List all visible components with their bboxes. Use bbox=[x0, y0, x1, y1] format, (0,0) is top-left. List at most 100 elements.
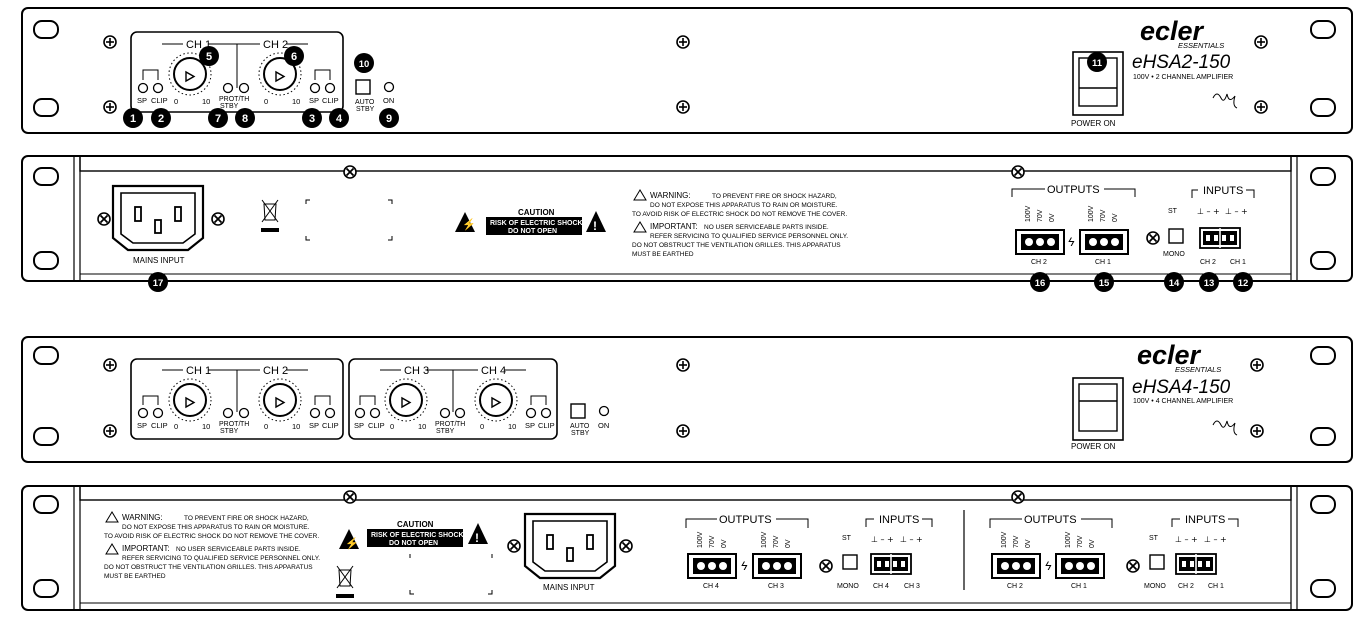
svg-text:TO PREVENT FIRE OR SHOCK HAZAR: TO PREVENT FIRE OR SHOCK HAZARD, bbox=[184, 515, 309, 522]
th-led bbox=[238, 82, 250, 94]
svg-text:70V: 70V bbox=[773, 535, 780, 548]
rack-hole bbox=[1310, 20, 1336, 39]
brand-logo: ecler bbox=[1140, 16, 1205, 46]
auto-stby-button[interactable] bbox=[570, 403, 586, 419]
output-terminal-ch1[interactable] bbox=[1079, 229, 1129, 255]
svg-text:0V: 0V bbox=[721, 539, 728, 548]
svg-text:ON: ON bbox=[598, 421, 609, 430]
svg-text:ϟ: ϟ bbox=[1045, 559, 1052, 573]
callout-11: 11 bbox=[1087, 52, 1107, 72]
screw-icon bbox=[1011, 490, 1025, 504]
svg-text:RISK OF ELECTRIC SHOCK: RISK OF ELECTRIC SHOCK bbox=[371, 532, 464, 539]
svg-text:DO NOT EXPOSE THIS APPARATUS T: DO NOT EXPOSE THIS APPARATUS TO RAIN OR … bbox=[650, 202, 838, 209]
st-mono-switch[interactable] bbox=[842, 554, 858, 570]
callout-1: 1 bbox=[123, 108, 143, 128]
front-panel-2ch: CH 1 CH 2 SP CLIP 0 10 PROT/ STBY TH 0 1… bbox=[21, 7, 1353, 134]
mains-input-socket[interactable] bbox=[111, 184, 205, 252]
output-terminal-ch2[interactable] bbox=[1015, 229, 1065, 255]
prot-label: PROT/ bbox=[219, 96, 240, 103]
svg-text:POWER ON: POWER ON bbox=[1071, 442, 1116, 451]
svg-text:ϟ: ϟ bbox=[741, 559, 748, 573]
signature bbox=[1212, 420, 1238, 436]
volume-knob-ch1[interactable] bbox=[168, 378, 212, 422]
svg-text:CLIP: CLIP bbox=[368, 421, 385, 430]
svg-text:9: 9 bbox=[386, 113, 392, 125]
svg-text:MONO: MONO bbox=[837, 583, 859, 590]
svg-text:4: 4 bbox=[336, 113, 343, 125]
screw-icon bbox=[1011, 165, 1025, 179]
caution-label: ⚡ CAUTION RISK OF ELECTRIC SHOCK DO NOT … bbox=[455, 207, 606, 235]
svg-text:NO USER SERVICEABLE PARTS INSI: NO USER SERVICEABLE PARTS INSIDE. bbox=[704, 224, 829, 231]
output-terminal-ch3[interactable] bbox=[752, 553, 802, 579]
screw-icon bbox=[211, 212, 225, 226]
svg-text:ST: ST bbox=[1168, 208, 1178, 215]
svg-text:MUST BE EARTHED: MUST BE EARTHED bbox=[104, 573, 166, 580]
svg-text:100V: 100V bbox=[1065, 531, 1072, 548]
svg-text:SP: SP bbox=[309, 421, 319, 430]
brand-sub: ESSENTIALS bbox=[1178, 41, 1224, 50]
svg-text:17: 17 bbox=[153, 278, 164, 289]
st-mono-switch[interactable] bbox=[1149, 554, 1165, 570]
svg-text:100V: 100V bbox=[1088, 205, 1095, 222]
svg-text:3: 3 bbox=[309, 113, 315, 125]
svg-text:WARNING:: WARNING: bbox=[122, 513, 163, 522]
callout-9: 9 bbox=[379, 108, 399, 128]
svg-text:0: 0 bbox=[480, 422, 484, 431]
volume-knob-ch4[interactable] bbox=[474, 378, 518, 422]
inputs-label: INPUTS bbox=[1203, 185, 1243, 197]
front-panel-4ch: CH 1 CH 2 SP CLIP 0 10 PROT/ STBY TH 0 1… bbox=[21, 336, 1353, 463]
volume-knob-ch2[interactable] bbox=[258, 378, 302, 422]
svg-text:16: 16 bbox=[1035, 278, 1046, 289]
svg-text:CH 2: CH 2 bbox=[1200, 259, 1216, 266]
screw-icon bbox=[676, 424, 690, 438]
callout-2: 2 bbox=[151, 108, 171, 128]
prot-stby-led bbox=[222, 82, 234, 94]
svg-text:TO PREVENT FIRE OR SHOCK HAZAR: TO PREVENT FIRE OR SHOCK HAZARD, bbox=[712, 193, 837, 200]
model-desc: 100V • 4 CHANNEL AMPLIFIER bbox=[1133, 398, 1233, 405]
svg-text:1: 1 bbox=[130, 113, 136, 125]
svg-text:CH 2: CH 2 bbox=[263, 365, 288, 377]
svg-text:10: 10 bbox=[359, 59, 370, 70]
svg-text:6: 6 bbox=[291, 51, 297, 63]
rear-panel-2ch: MAINS INPUT ⚡ CAUTION RISK OF ELECTRIC S… bbox=[21, 155, 1353, 282]
svg-text:CH 4: CH 4 bbox=[703, 583, 719, 590]
signature bbox=[1212, 93, 1238, 109]
screw-icon bbox=[507, 539, 521, 553]
svg-text:CH 1: CH 1 bbox=[186, 365, 211, 377]
callout-13: 13 bbox=[1199, 272, 1219, 292]
volume-knob-ch3[interactable] bbox=[384, 378, 428, 422]
st-mono-switch[interactable] bbox=[1168, 228, 1184, 244]
svg-text:TH: TH bbox=[456, 421, 465, 428]
svg-text:CLIP: CLIP bbox=[151, 421, 168, 430]
svg-text:MONO: MONO bbox=[1144, 583, 1166, 590]
svg-text:⊥ – +: ⊥ – + bbox=[1197, 207, 1220, 216]
svg-text:DO NOT EXPOSE THIS APPARATUS T: DO NOT EXPOSE THIS APPARATUS TO RAIN OR … bbox=[122, 524, 310, 531]
on-led bbox=[598, 405, 610, 417]
output-terminal-ch1[interactable] bbox=[1055, 553, 1105, 579]
clip-label: CLIP bbox=[322, 96, 339, 105]
mains-input-socket[interactable] bbox=[523, 512, 617, 580]
svg-text:0V: 0V bbox=[1049, 213, 1056, 222]
svg-text:CH 3: CH 3 bbox=[404, 365, 429, 377]
svg-text:SP: SP bbox=[137, 421, 147, 430]
svg-text:CAUTION: CAUTION bbox=[397, 520, 434, 529]
svg-text:SP: SP bbox=[525, 421, 535, 430]
label-area bbox=[305, 199, 393, 241]
on-label: ON bbox=[383, 96, 394, 105]
screw-icon bbox=[1254, 100, 1268, 114]
svg-text:MAINS INPUT: MAINS INPUT bbox=[543, 583, 595, 592]
svg-text:TH: TH bbox=[240, 421, 249, 428]
svg-text:⊥ – +: ⊥ – + bbox=[1225, 207, 1248, 216]
svg-text:MUST BE EARTHED: MUST BE EARTHED bbox=[632, 251, 694, 258]
auto-stby-button[interactable] bbox=[355, 79, 371, 95]
output-terminal-ch2[interactable] bbox=[991, 553, 1041, 579]
rack-hole bbox=[33, 98, 59, 117]
output-terminal-ch4[interactable] bbox=[687, 553, 737, 579]
svg-text:100V: 100V bbox=[697, 531, 704, 548]
svg-text:OUTPUTS: OUTPUTS bbox=[1024, 514, 1077, 526]
screw-icon bbox=[103, 424, 117, 438]
svg-text:AUTO: AUTO bbox=[570, 423, 590, 430]
svg-text:IMPORTANT:: IMPORTANT: bbox=[122, 544, 170, 553]
svg-text:CH 2: CH 2 bbox=[1178, 583, 1194, 590]
